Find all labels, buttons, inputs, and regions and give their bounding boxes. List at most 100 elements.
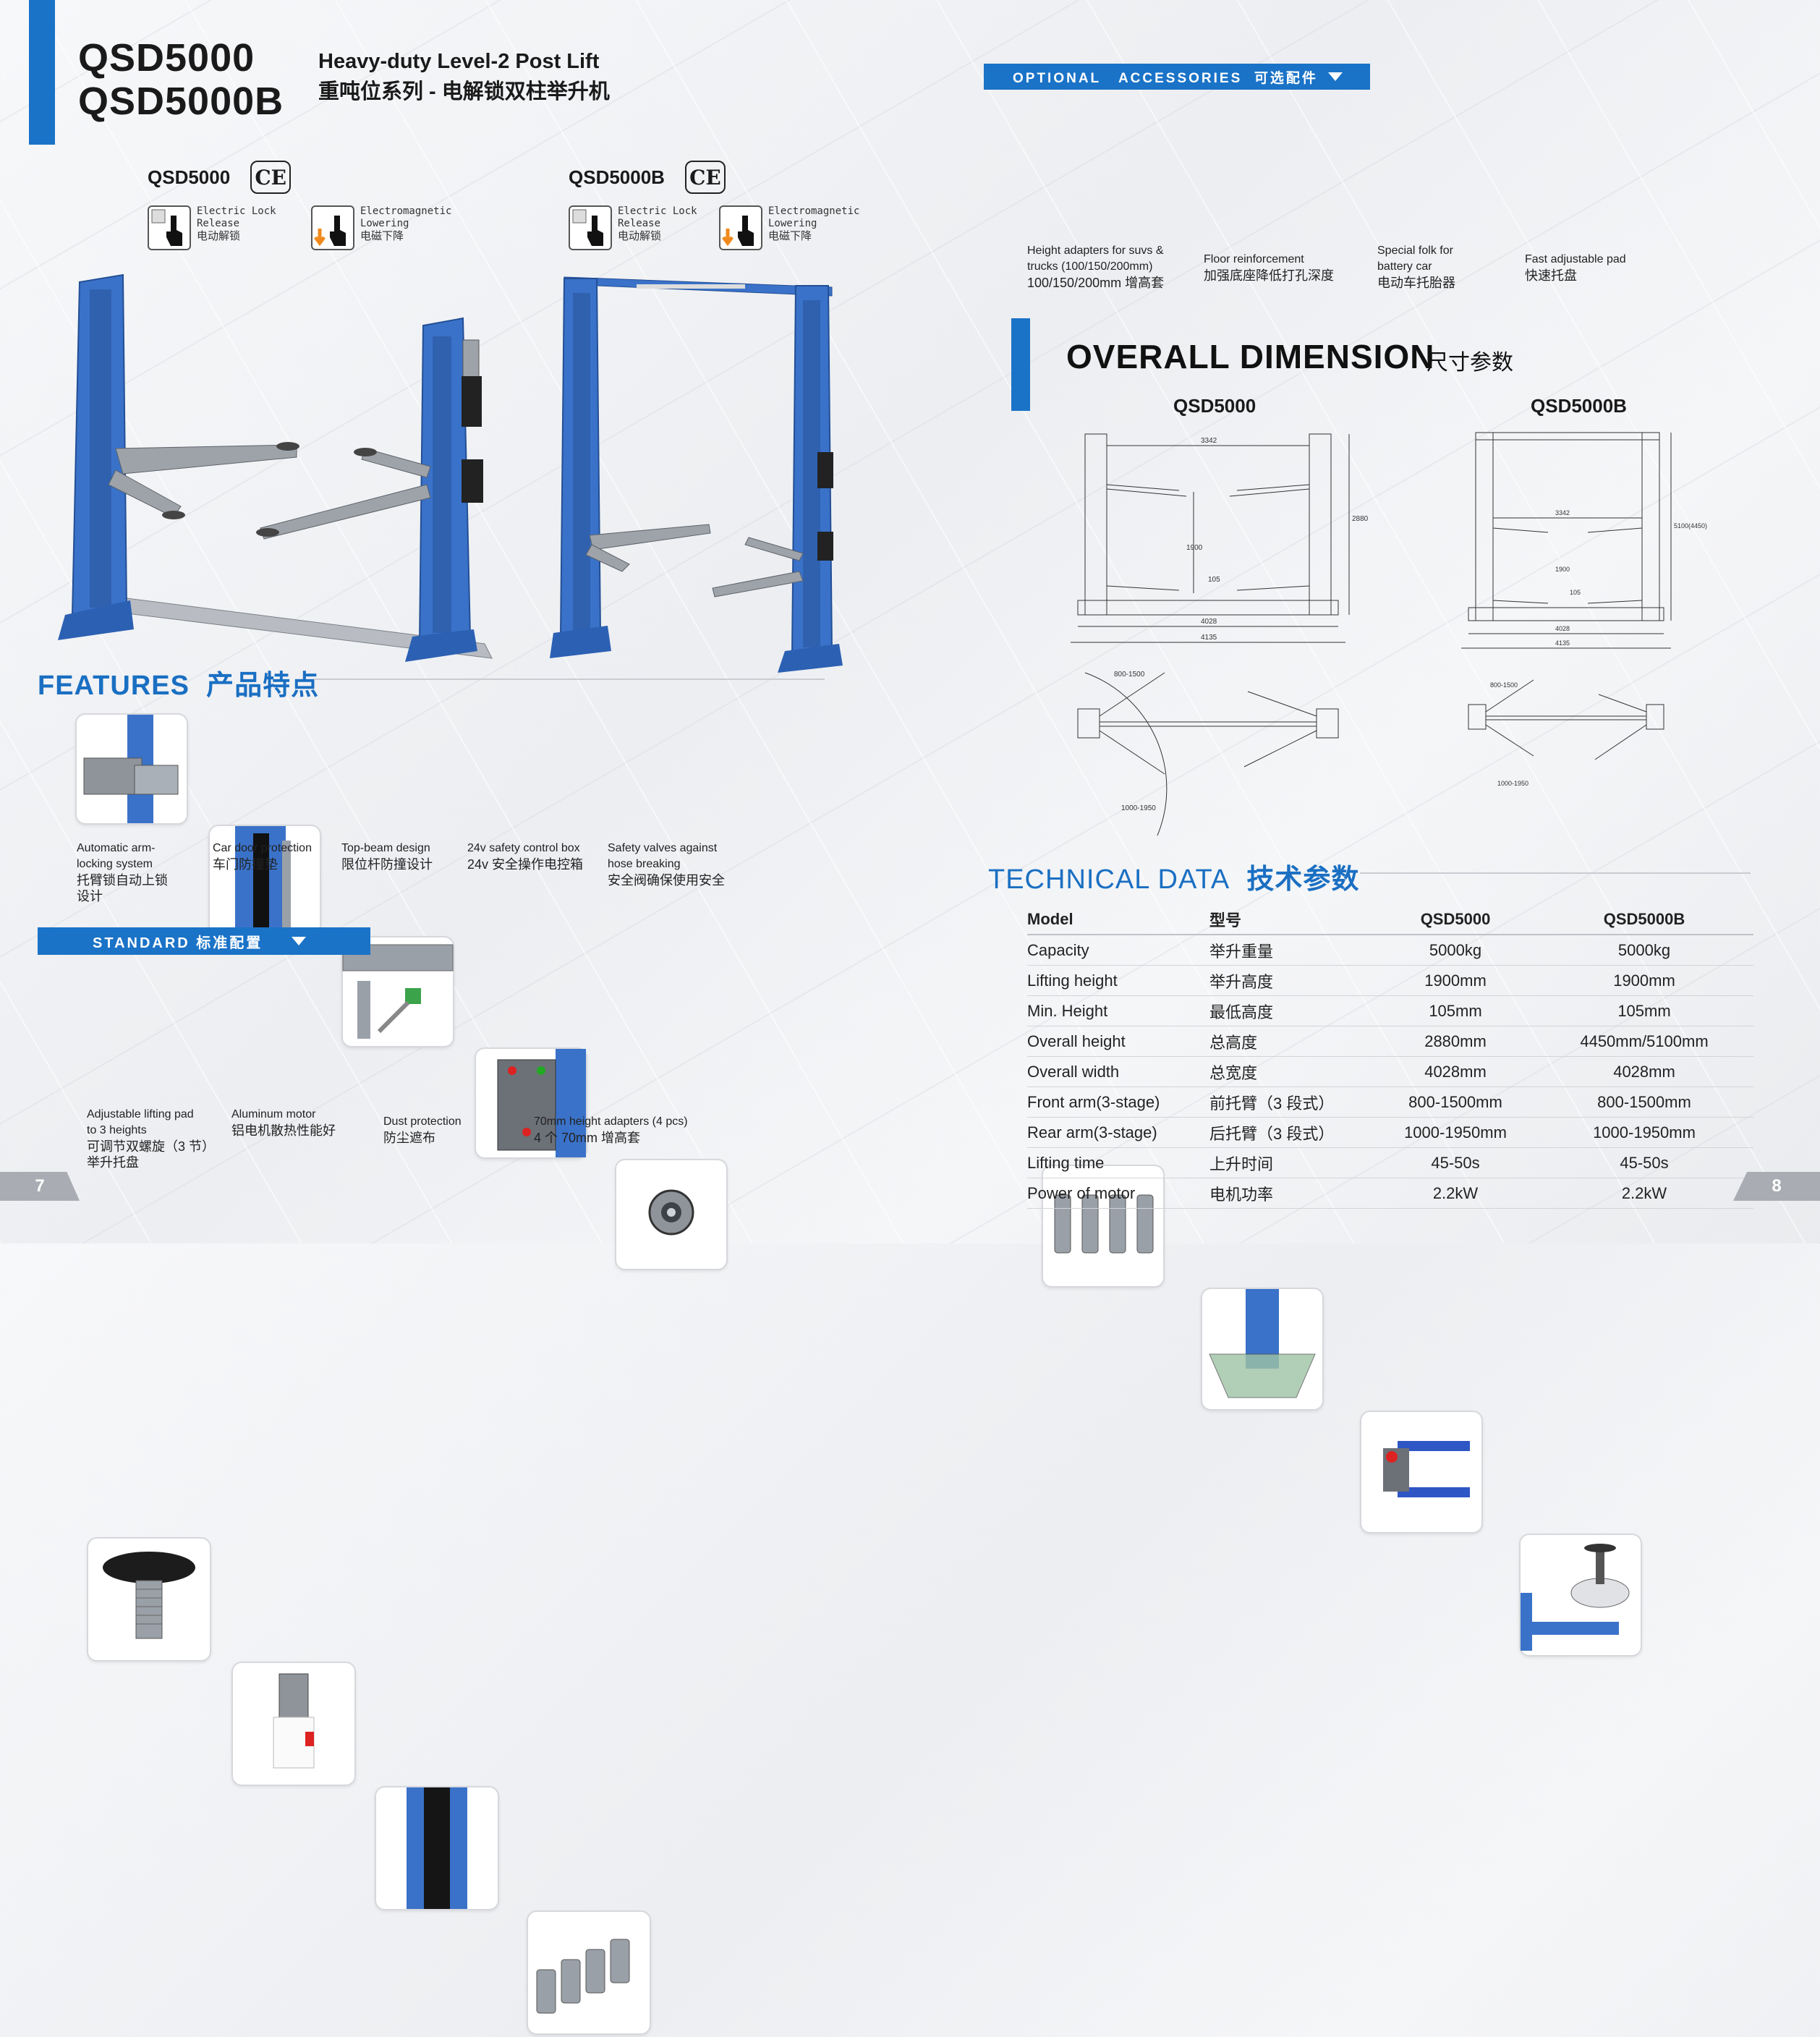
table-cell: 5000kg [1535,935,1753,966]
table-header-cell: 型号 [1209,904,1376,935]
dim-label: 1000-1950 [1497,780,1528,787]
mini-feature-en1: Electric Lock [618,205,697,217]
optional-caption: Floor reinforcement 加强底座降低打孔深度 [1204,252,1363,284]
caption-cn: 4 个 70mm 增高套 [534,1131,641,1145]
standard-label: STANDARD 标准配置 [93,935,263,951]
caption-en: Automatic arm- [77,842,156,854]
mini-feature-lower-b: Electromagnetic Lowering 电磁下降 [719,205,859,250]
table-cell: 2.2kW [1535,1178,1753,1209]
product-model-label: QSD5000B [569,166,665,188]
mini-feature-text: Electromagnetic Lowering 电磁下降 [768,205,859,242]
caption-cn: 电动车托胎器 [1377,276,1455,290]
dim-label: 105 [1208,576,1220,584]
caption-en: to 3 heights [87,1124,147,1136]
subtitle: Heavy-duty Level-2 Post Lift 重吨位系列 - 电解锁… [318,46,610,107]
caption-cn: 铝电机散热性能好 [231,1123,336,1138]
dim-label: 4028 [1201,618,1217,626]
table-cell: 总宽度 [1209,1056,1376,1087]
table-cell: 45-50s [1376,1147,1535,1178]
standard-ribbon: STANDARD 标准配置 [38,927,370,955]
mini-feature-en1: Electric Lock [197,205,276,217]
caption-cn: 防尘遮布 [383,1131,435,1145]
caption-en: Floor reinforcement [1204,253,1304,265]
table-cell: 1900mm [1535,965,1753,996]
table-cell: Lifting height [1027,965,1209,996]
table-cell: 2.2kW [1376,1178,1535,1209]
hand-lock-icon [148,205,191,250]
optional-caption: Special folk for battery car 电动车托胎器 [1377,243,1522,291]
standard-caption: Aluminum motor 铝电机散热性能好 [231,1107,376,1139]
optional-thumb-fast-pad [1519,1534,1642,1657]
dim-label: 800-1500 [1490,681,1518,689]
table-cell: 1900mm [1376,965,1535,996]
feature-thumb-door-protection [208,825,321,936]
caption-en: Top-beam design [341,842,430,854]
table-header-row: Model 型号 QSD5000 QSD5000B [1027,904,1753,935]
table-cell: 45-50s [1535,1147,1753,1178]
caption-en: Fast adjustable pad [1525,253,1626,265]
caption-cn: 举升托盘 [87,1155,139,1170]
standard-thumb-motor [231,1662,356,1786]
standard-caption: 70mm height adapters (4 pcs) 4 个 70mm 增高… [534,1114,722,1146]
caption-cn: 快速托盘 [1525,268,1577,283]
caption-en: Safety valves against [608,842,718,854]
caption-cn: 加强底座降低打孔深度 [1204,268,1334,283]
caption-en: Special folk for [1377,244,1453,257]
standard-caption: Dust protection 防尘遮布 [383,1114,528,1146]
mini-feature-cn: 电动解锁 [618,229,662,242]
optional-thumb-floor-reinforcement [1201,1288,1324,1411]
table-cell: 上升时间 [1209,1147,1376,1178]
ce-mark-icon: CE [684,161,726,194]
product-heading-b: QSD5000B CE [569,161,726,194]
table-cell: Capacity [1027,935,1209,966]
technical-title-cn: 技术参数 [1246,864,1360,895]
caption-cn: 安全阀确保使用安全 [608,873,725,888]
caption-cn: 100/150/200mm 增高套 [1027,276,1165,290]
standard-thumb-lifting-pad [87,1537,211,1662]
mini-feature-text: Electric Lock Release 电动解锁 [197,205,276,242]
chevron-down-icon [1327,72,1343,81]
table-cell: 举升高度 [1209,965,1376,996]
dim-label: 1900 [1555,566,1570,573]
dim-label: 4135 [1201,634,1217,642]
dim-label: 3342 [1555,509,1570,516]
feature-caption: Top-beam design 限位杆防撞设计 [341,841,464,872]
table-cell: 800-1500mm [1535,1086,1753,1118]
table-cell: 105mm [1376,995,1535,1026]
standard-caption: Adjustable lifting pad to 3 heights 可调节双… [87,1107,231,1170]
chevron-down-icon [292,937,307,945]
model-title: QSD5000 QSD5000B [78,36,284,123]
optional-ribbon: OPTIONAL ACCESSORIES 可选配件 [984,64,1370,90]
dim-label: 3342 [1201,437,1217,445]
header-accent-bar [29,0,55,145]
hand-lower-icon [311,205,354,250]
dim-label: 105 [1570,589,1581,596]
mini-feature-text: Electric Lock Release 电动解锁 [618,205,697,242]
optional-label: OPTIONAL ACCESSORIES 可选配件 [1013,70,1318,86]
dim-label: 5100(4450) [1674,522,1707,530]
caption-en: locking system [77,858,153,870]
mini-feature-cn: 电磁下降 [768,229,812,242]
mini-feature-cn: 电磁下降 [360,229,404,242]
table-cell: 电机功率 [1209,1178,1376,1209]
caption-cn: 托臂锁自动上锁 [77,873,168,888]
mini-feature-lock-a: Electric Lock Release 电动解锁 [148,205,276,250]
caption-en: trucks (100/150/200mm) [1027,260,1153,273]
mini-feature-cn: 电动解锁 [197,229,241,242]
mini-feature-en1: Electromagnetic [360,205,452,217]
lift-illustration-qsd5000 [58,273,493,662]
table-cell: Lifting time [1027,1147,1209,1178]
caption-cn: 限位杆防撞设计 [341,857,433,872]
caption-cn: 车门防撞垫 [213,857,278,872]
model-title-a: QSD5000 [78,36,255,80]
caption-en: battery car [1377,260,1432,273]
page-number-left: 7 [0,1172,80,1201]
feature-caption: Automatic arm- locking system 托臂锁自动上锁 设计 [77,841,200,904]
mini-feature-en2: Release [618,218,661,229]
